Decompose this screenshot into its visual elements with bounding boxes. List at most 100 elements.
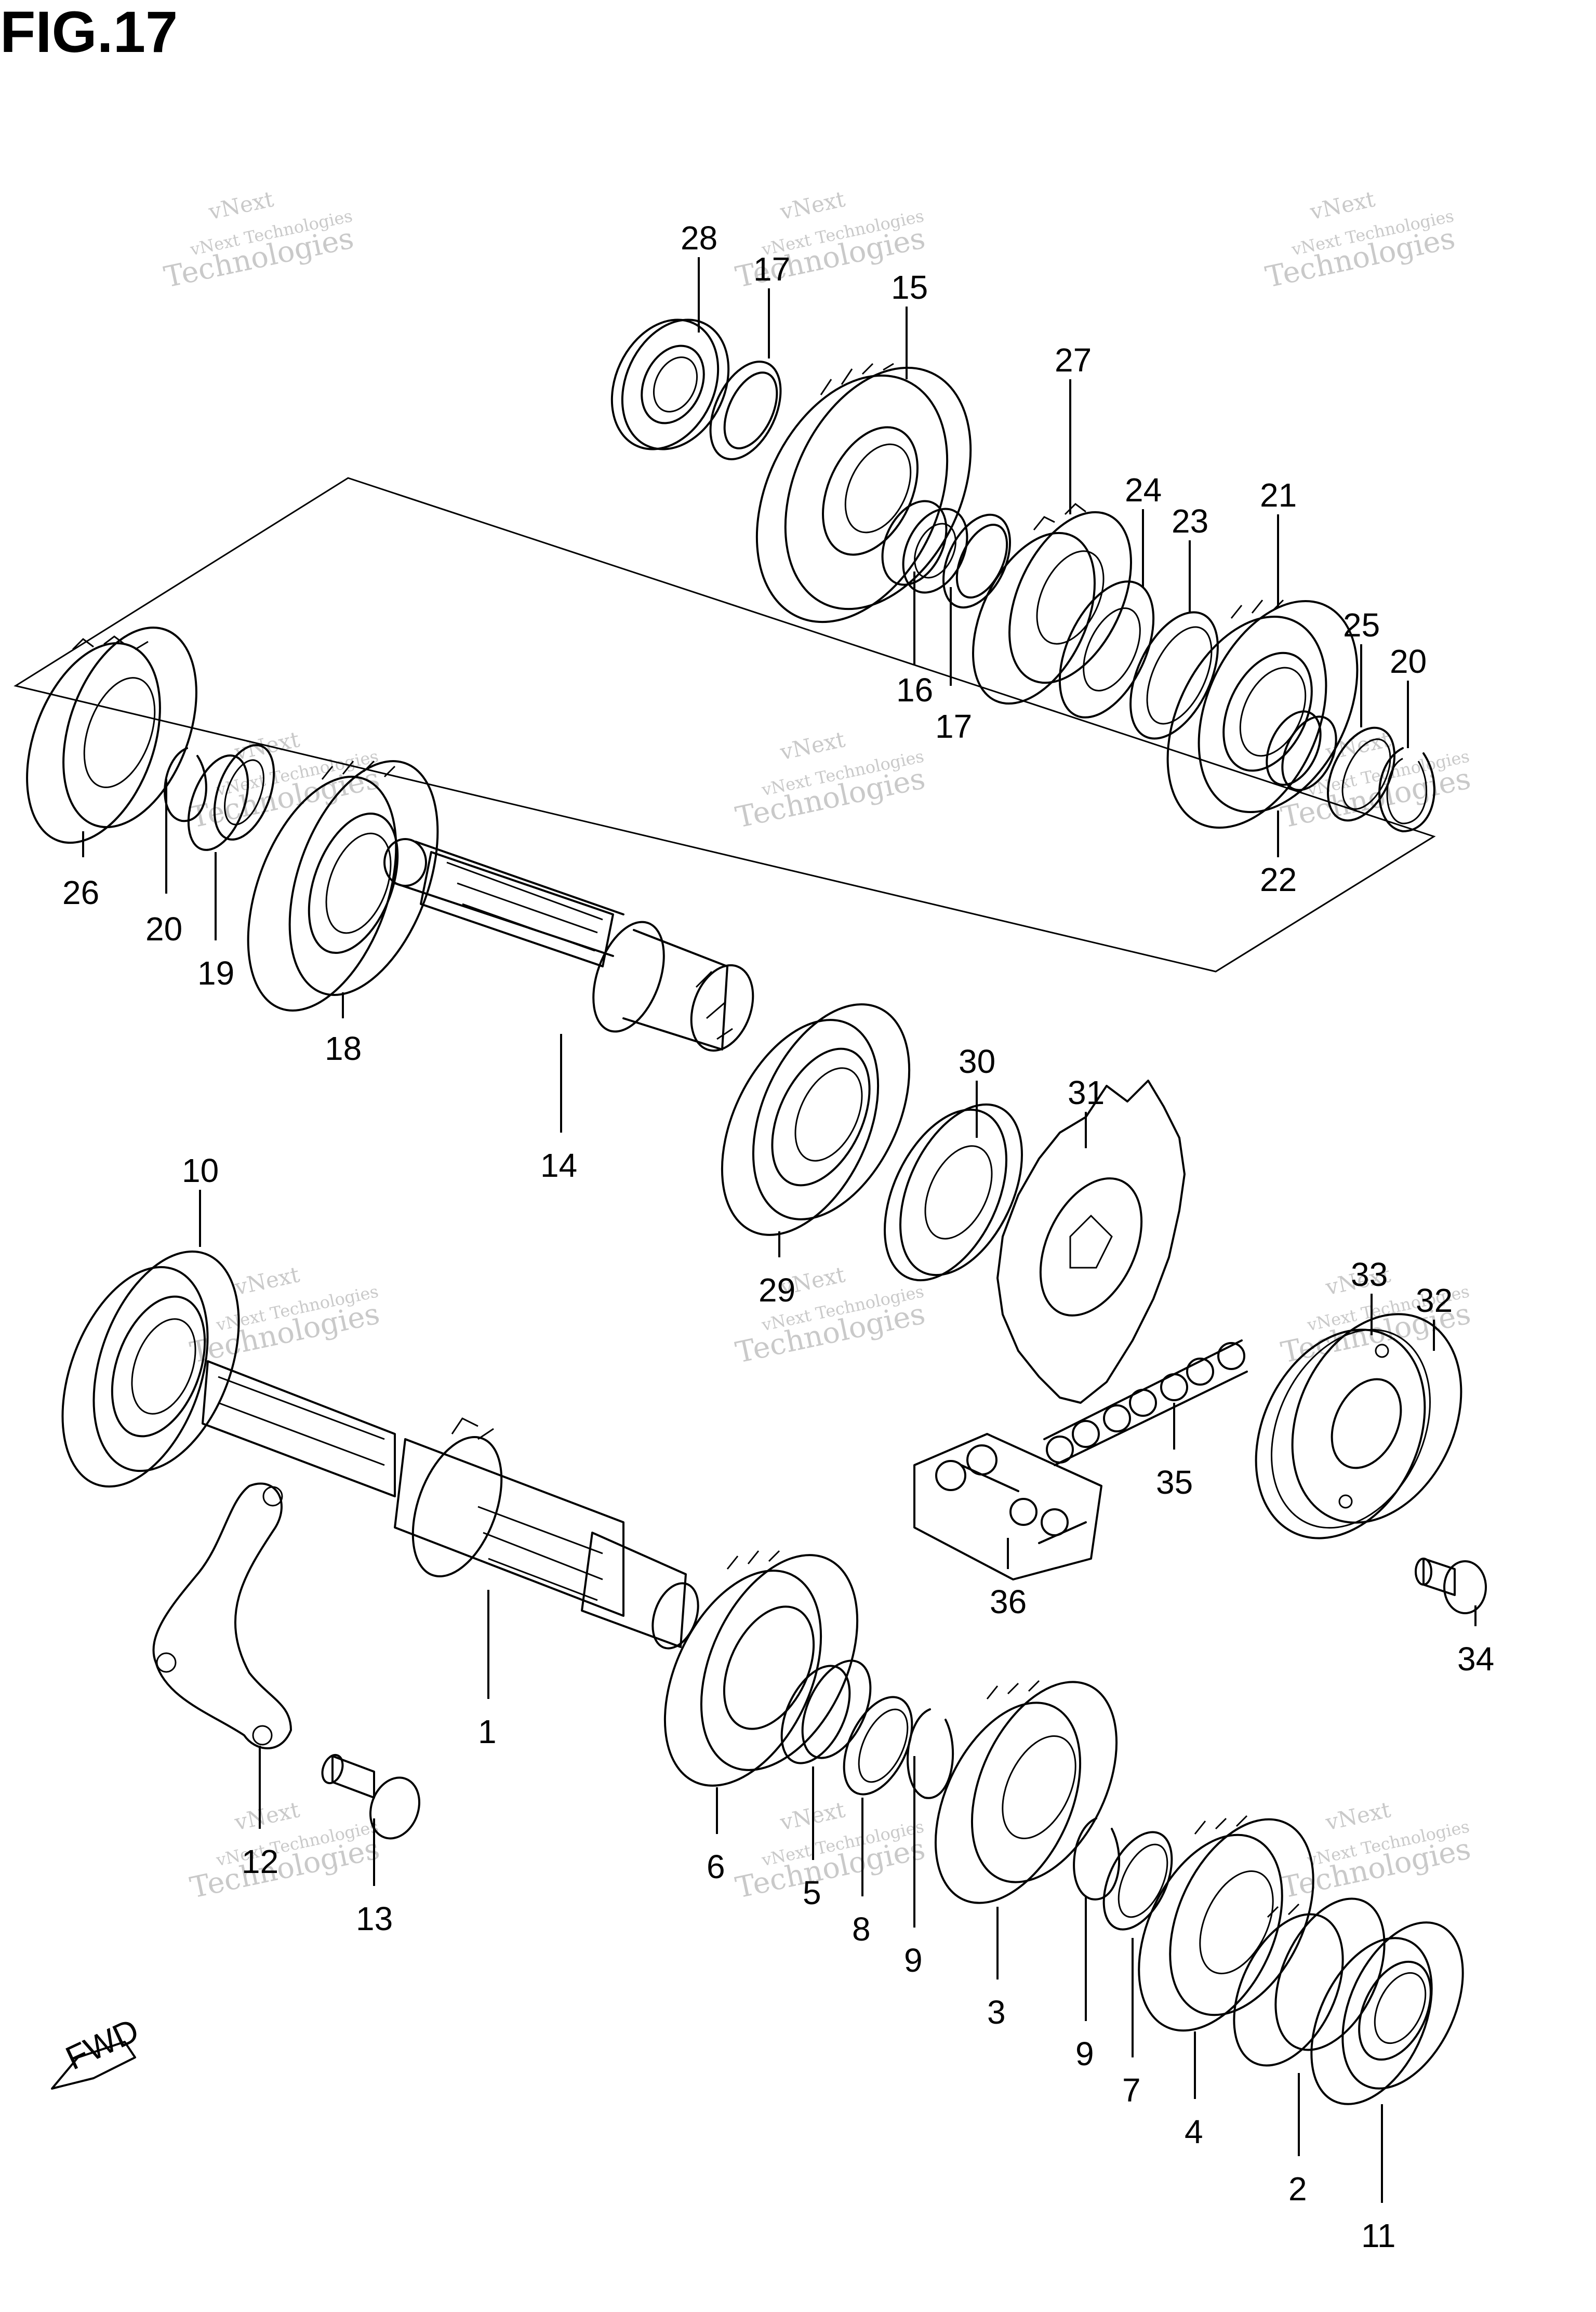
callout-26: 26 — [62, 874, 99, 911]
part-30-oil-seal — [884, 1103, 1023, 1282]
callout-15: 15 — [891, 269, 928, 306]
callout-13: 13 — [356, 1900, 393, 1937]
watermark: vNext vNext Technologies Technologies — [733, 1797, 928, 1905]
callout-22: 22 — [1260, 861, 1297, 898]
part-33-damper — [1271, 1328, 1431, 1529]
callout-17: 17 — [753, 250, 790, 288]
part-23-circlip — [1129, 611, 1219, 740]
leader-lines — [82, 257, 1477, 2203]
callout-11: 11 — [1361, 2217, 1395, 2254]
callout-10: 10 — [182, 1152, 219, 1189]
part-20-circlip — [1378, 747, 1435, 832]
callout-19: 19 — [197, 954, 234, 992]
part-18-gear — [247, 760, 439, 1012]
callout-27: 27 — [1055, 341, 1092, 379]
callout-33: 33 — [1351, 1256, 1388, 1293]
watermark: vNext vNext Technologies Technologies — [161, 186, 356, 295]
part-16-bushing — [881, 500, 968, 594]
part-34-bolt — [1415, 1558, 1487, 1614]
part-36-chain-joint — [913, 1433, 1102, 1580]
part-22-bushing — [1266, 710, 1337, 791]
part-1-main-shaft — [202, 1360, 699, 1650]
callout-6: 6 — [707, 1848, 725, 1885]
callout-12: 12 — [242, 1843, 278, 1880]
part-3-gear — [934, 1680, 1118, 1904]
svg-text:vNext: vNext — [1323, 1797, 1392, 1835]
part-4-gear — [1138, 1815, 1314, 2032]
part-17-washer — [709, 361, 782, 460]
callout-29: 29 — [759, 1271, 795, 1309]
callout-32: 32 — [1416, 1282, 1453, 1319]
callout-3: 3 — [987, 1994, 1006, 2031]
part-29-bearing — [721, 1003, 911, 1236]
callout-8: 8 — [852, 1910, 871, 1948]
part-2-gear — [1233, 1897, 1386, 2067]
part-14-countershaft — [383, 838, 754, 1052]
part-11-bearing — [1310, 1921, 1464, 2105]
part-9-circlip — [907, 1708, 954, 1799]
callout-5: 5 — [803, 1874, 821, 1911]
part-17-washer-second — [942, 513, 1012, 609]
callout-9: 9 — [904, 1942, 923, 1979]
fwd-arrow-badge: FWD — [51, 2011, 144, 2090]
svg-text:vNext: vNext — [777, 726, 847, 765]
svg-text:vNext: vNext — [232, 1797, 301, 1835]
callout-4: 4 — [1185, 2113, 1203, 2150]
svg-text:vNext: vNext — [1323, 726, 1392, 765]
svg-text:vNext: vNext — [1307, 186, 1377, 224]
watermark: vNext vNext Technologies Technologies — [187, 726, 382, 835]
callout-14: 14 — [540, 1147, 577, 1184]
watermark: vNext vNext Technologies Technologies — [187, 1797, 382, 1905]
callout-7: 7 — [1122, 2071, 1141, 2109]
callout-35: 35 — [1156, 1464, 1193, 1501]
callout-20: 20 — [1390, 643, 1427, 680]
countershaft-assembly-frame — [14, 477, 1436, 973]
callout-labels: 28 17 15 27 24 23 21 25 20 16 17 22 26 2… — [62, 219, 1494, 2254]
part-8-washer — [843, 1696, 913, 1796]
callout-1: 1 — [478, 1713, 497, 1750]
part-13-screw — [321, 1753, 421, 1840]
part-15-gear — [755, 363, 972, 623]
part-32-drum — [1255, 1313, 1462, 1539]
callout-9-second: 9 — [1075, 2035, 1094, 2072]
callout-24: 24 — [1125, 471, 1162, 509]
watermark: vNext vNext Technologies Technologies — [1262, 186, 1458, 295]
svg-text:vNext: vNext — [232, 1261, 301, 1300]
fwd-label: FWD — [60, 2011, 144, 2077]
callout-17-second: 17 — [935, 708, 972, 745]
part-21-gear — [1166, 599, 1359, 829]
part-27-gear — [972, 503, 1132, 705]
part-12-stopper-plate — [152, 1482, 292, 1749]
svg-text:vNext: vNext — [206, 186, 275, 224]
callout-18: 18 — [325, 1030, 362, 1067]
part-31-sprocket — [996, 1080, 1186, 1404]
callout-16: 16 — [896, 671, 933, 709]
callout-21: 21 — [1260, 476, 1297, 514]
watermark: vNext vNext Technologies Technologies — [733, 1261, 928, 1370]
part-5-bushing — [780, 1659, 872, 1764]
part-9-circlip-second — [1073, 1817, 1121, 1901]
part-28-bearing — [610, 318, 730, 450]
part-6-gear — [663, 1550, 859, 1787]
svg-text:vNext: vNext — [777, 186, 847, 224]
callout-2: 2 — [1288, 2170, 1307, 2208]
callout-36: 36 — [990, 1583, 1027, 1620]
part-35-chain — [1043, 1339, 1248, 1466]
callout-20-second: 20 — [145, 910, 182, 948]
part-7-washer — [1102, 1831, 1173, 1931]
callout-25: 25 — [1343, 606, 1380, 644]
watermark: vNext vNext Technologies Technologies — [1278, 1797, 1473, 1905]
watermark: vNext vNext Technologies Technologies — [733, 726, 928, 835]
watermark: vNext vNext Technologies Technologies — [187, 1261, 382, 1370]
part-24-splined-washer — [1058, 580, 1155, 719]
callout-34: 34 — [1457, 1640, 1494, 1678]
callout-31: 31 — [1068, 1074, 1105, 1111]
callout-30: 30 — [959, 1043, 995, 1080]
figure-title: FIG.17 — [0, 0, 178, 64]
part-19-bushing — [187, 744, 275, 851]
part-20-circlip-second — [164, 747, 207, 822]
callout-23: 23 — [1172, 502, 1208, 540]
part-10-bearing — [61, 1250, 240, 1488]
callout-28: 28 — [681, 219, 717, 257]
